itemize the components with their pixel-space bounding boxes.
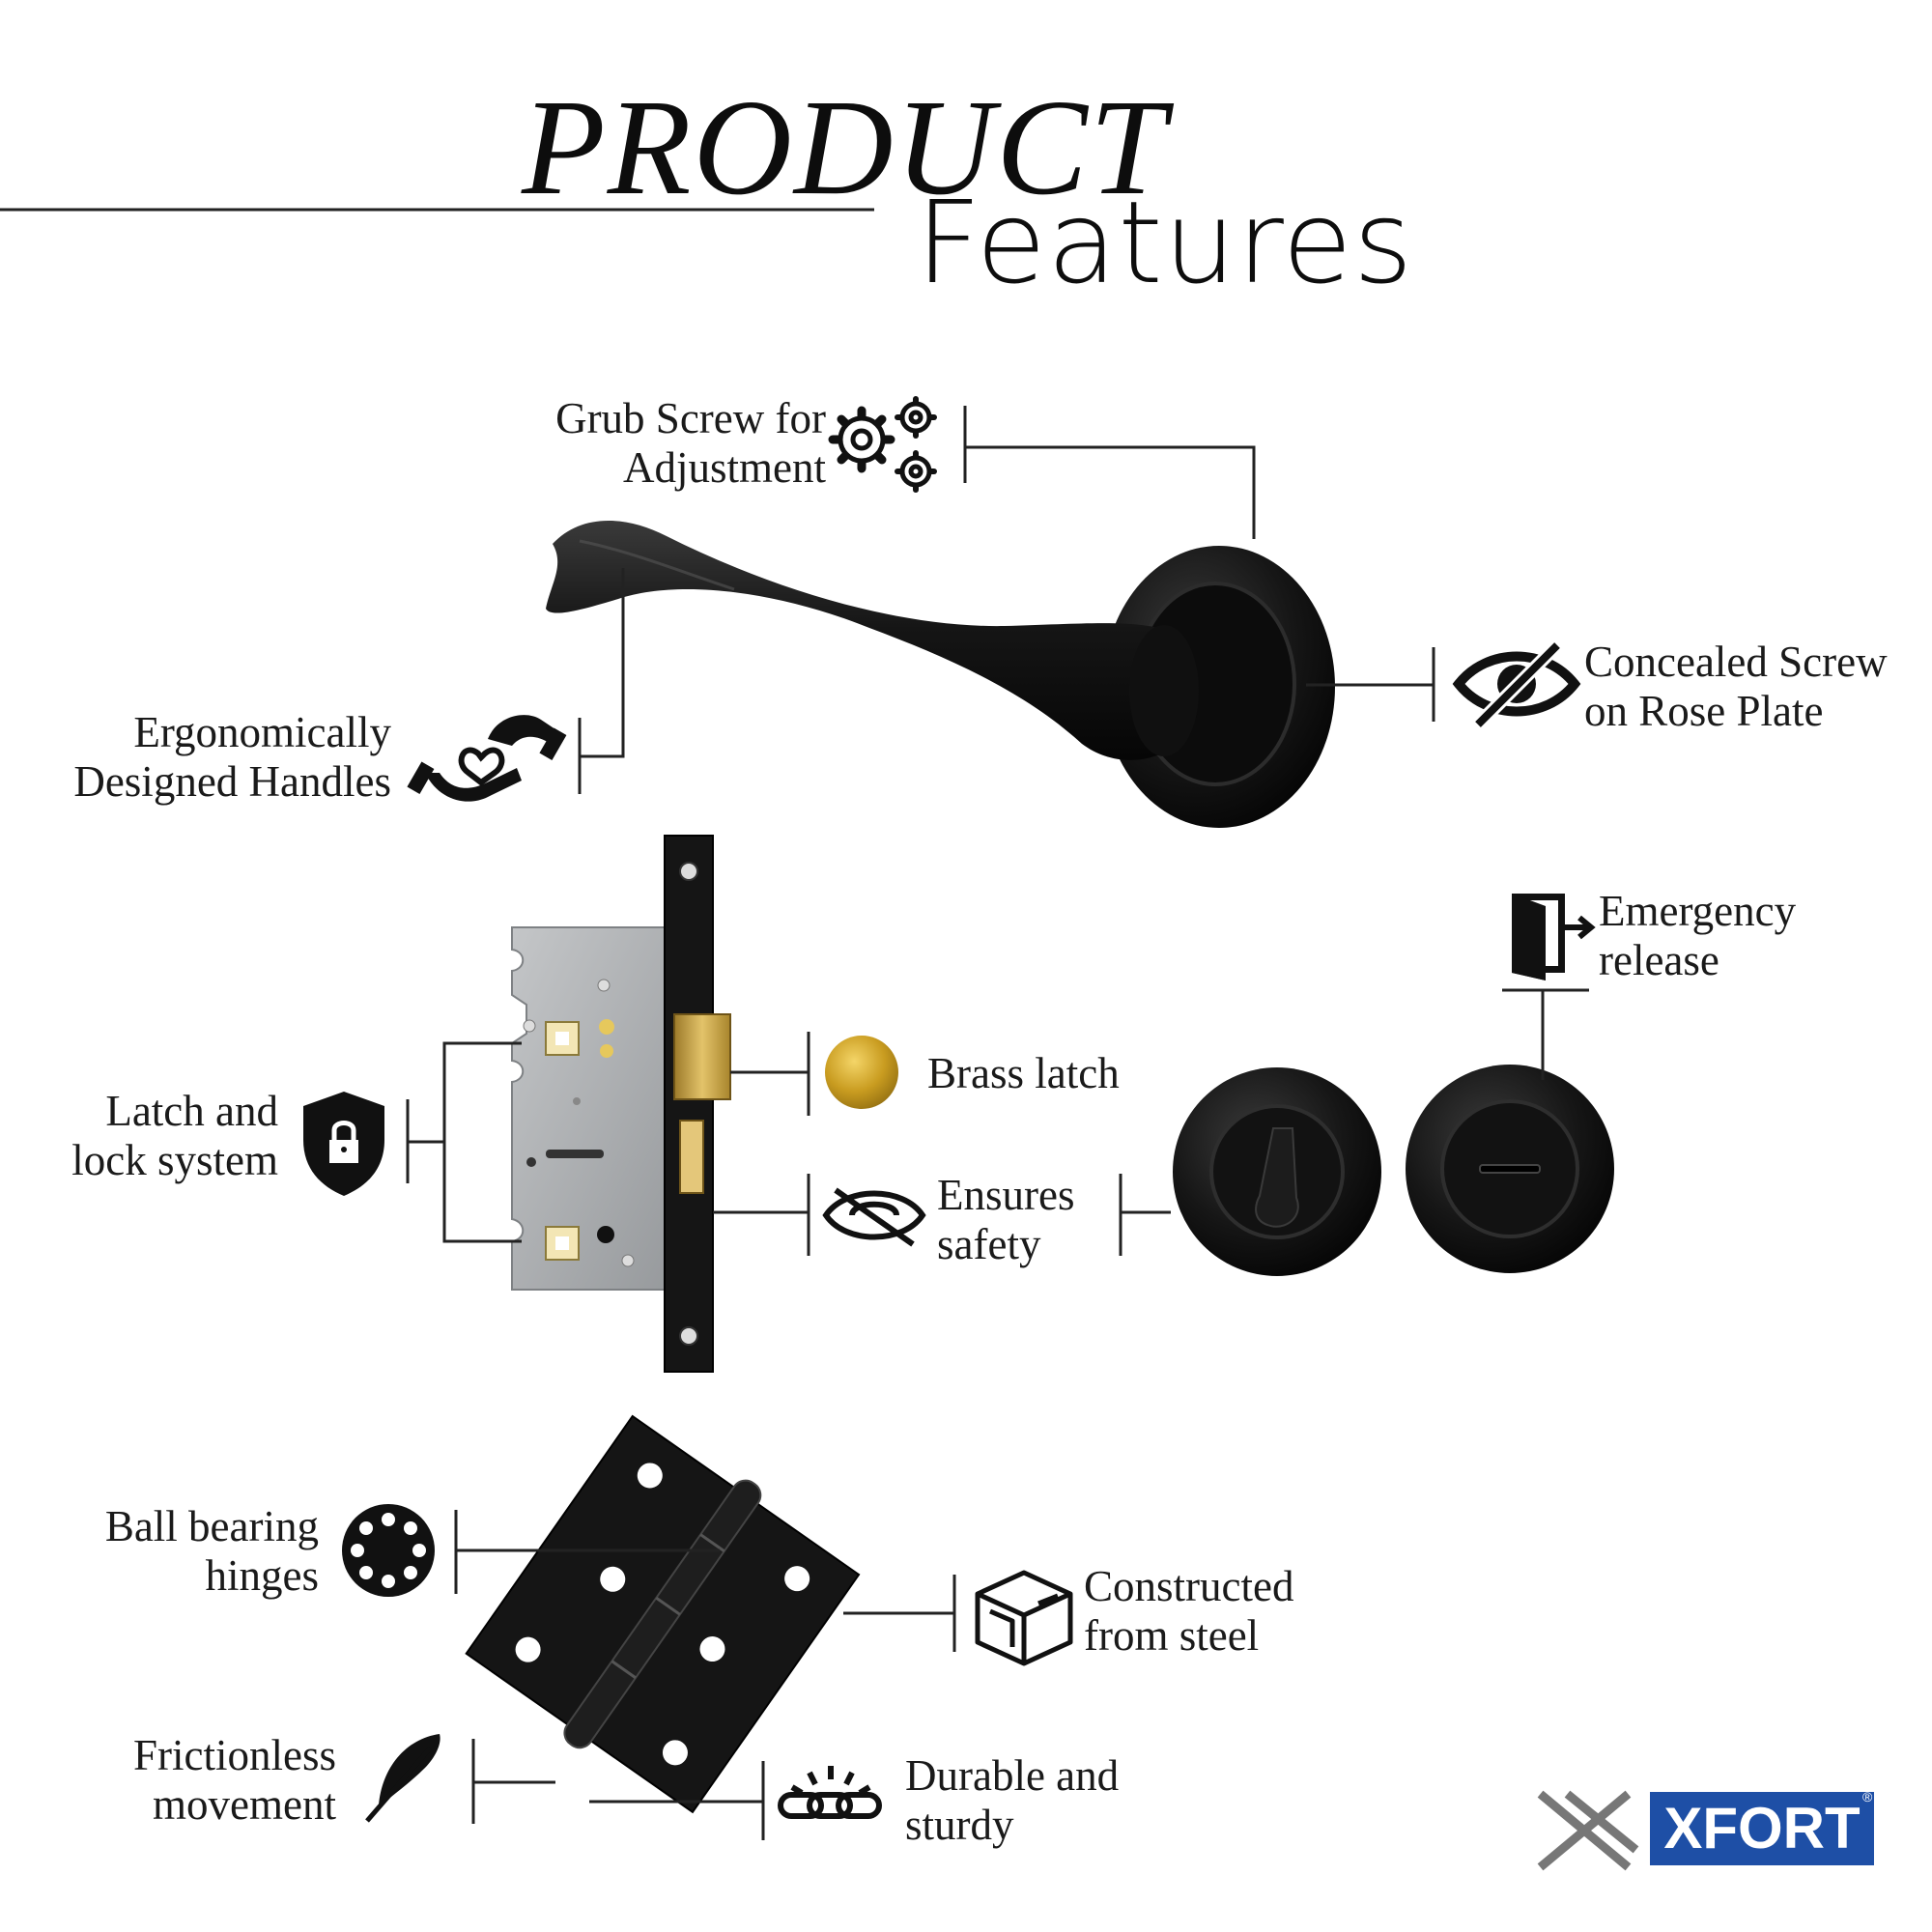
label-friction-line1: Frictionless xyxy=(133,1731,336,1779)
leader-lines xyxy=(406,406,1589,1840)
label-emergency-line1: Emergency xyxy=(1599,887,1797,935)
shield-lock-icon xyxy=(303,1092,384,1196)
brass-coin-icon xyxy=(825,1036,898,1109)
label-concealed-line1: Concealed Screw xyxy=(1584,638,1888,686)
label-grub-screw: Grub Screw for Adjustment xyxy=(454,394,826,493)
registered-mark: ® xyxy=(1862,1789,1873,1804)
label-concealed-screw: Concealed Screw on Rose Plate xyxy=(1584,638,1922,736)
label-emergency-line2: release xyxy=(1599,936,1719,984)
lock-deadbolt xyxy=(679,1120,704,1194)
lever-handle-image xyxy=(546,520,1335,828)
lock-latch xyxy=(673,1013,731,1100)
ball-bearing-icon xyxy=(342,1504,435,1597)
label-durable-line1: Durable and xyxy=(905,1751,1120,1800)
label-latch-lock: Latch and lock system xyxy=(19,1087,278,1185)
xfort-logo-mark xyxy=(1537,1790,1639,1871)
steel-profile-icon xyxy=(975,1570,1073,1666)
label-steel-line1: Constructed xyxy=(1084,1562,1294,1610)
label-ball-bearing: Ball bearing hinges xyxy=(19,1502,319,1601)
label-concealed-line2: on Rose Plate xyxy=(1584,687,1824,735)
lock-case xyxy=(511,926,683,1291)
turn-and-release-image xyxy=(1173,1065,1614,1276)
label-grub-screw-line1: Grub Screw for xyxy=(555,394,826,442)
label-grub-screw-line2: Adjustment xyxy=(623,443,826,492)
handle-neck xyxy=(1129,625,1199,756)
thumb-turn-knob xyxy=(1255,1127,1299,1228)
xfort-logo: XFORT xyxy=(1650,1792,1874,1865)
chain-icon xyxy=(778,1766,882,1819)
handle-lever xyxy=(546,520,1198,760)
title-features: Features xyxy=(916,176,1414,309)
hinge-image xyxy=(465,1414,861,1814)
label-friction-line2: movement xyxy=(153,1780,336,1829)
eye-slash-icon xyxy=(1452,640,1581,729)
label-latch-line2: lock system xyxy=(71,1136,278,1184)
label-constructed-steel: Constructed from steel xyxy=(1084,1562,1393,1661)
label-steel-line2: from steel xyxy=(1084,1611,1260,1660)
label-ensures-safety: Ensures safety xyxy=(937,1171,1130,1269)
title-product: PRODUCT xyxy=(522,71,1168,223)
gears-icon xyxy=(828,396,937,493)
label-ergonomic: Ergonomically Designed Handles xyxy=(19,708,391,807)
lock-forend xyxy=(664,835,714,1373)
mortice-lock-image xyxy=(511,835,731,1373)
label-safety-line2: safety xyxy=(937,1220,1041,1268)
eye-off-icon xyxy=(822,1187,926,1247)
label-safety-line1: Ensures xyxy=(937,1171,1075,1219)
exit-door-icon xyxy=(1512,894,1596,980)
caring-hands-icon xyxy=(407,715,567,802)
release-slot xyxy=(1479,1164,1541,1174)
label-ergonomic-line1: Ergonomically xyxy=(133,708,391,756)
label-brass-latch: Brass latch xyxy=(927,1049,1120,1097)
label-frictionless: Frictionless movement xyxy=(19,1731,336,1830)
label-durable-line2: sturdy xyxy=(905,1801,1014,1849)
feather-icon xyxy=(365,1734,440,1823)
label-emergency-release: Emergency release xyxy=(1599,887,1889,985)
label-ball-line1: Ball bearing xyxy=(104,1502,319,1550)
label-latch-line1: Latch and xyxy=(105,1087,278,1135)
label-ball-line2: hinges xyxy=(205,1551,320,1600)
label-ergonomic-line2: Designed Handles xyxy=(73,757,391,806)
label-durable: Durable and sturdy xyxy=(905,1751,1214,1850)
